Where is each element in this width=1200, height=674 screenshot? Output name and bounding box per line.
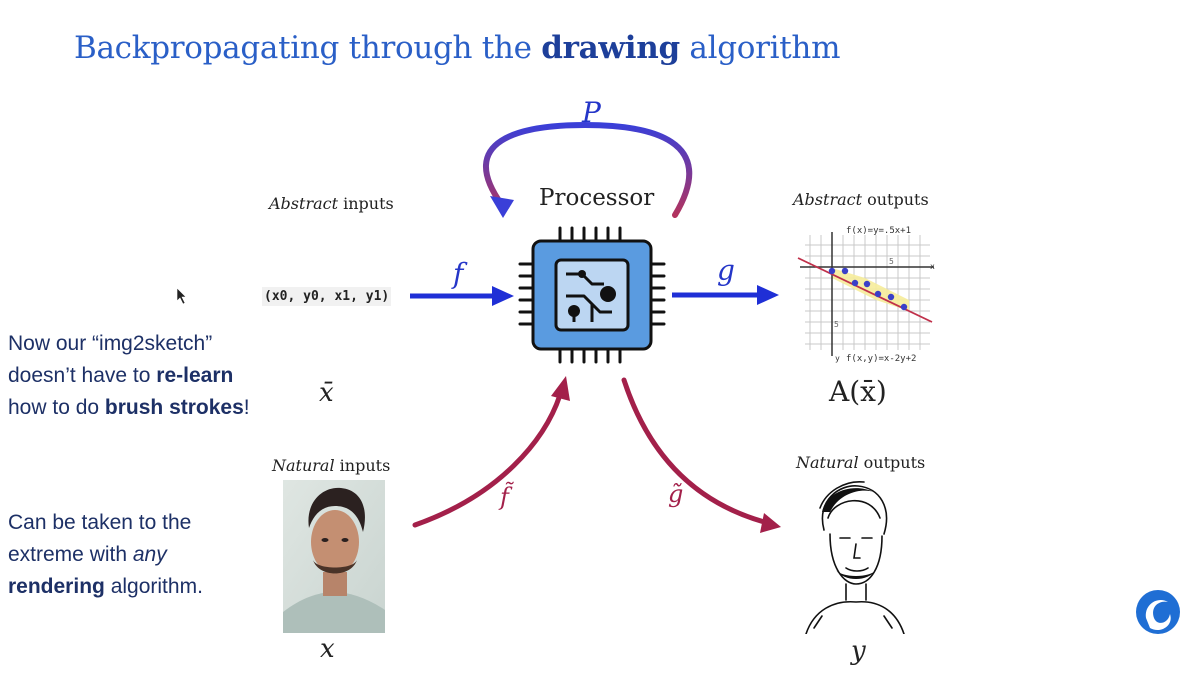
a-x-bar-label: A(x̄) xyxy=(829,375,887,408)
natural-outputs-label: Natural outputs xyxy=(796,453,926,472)
y-label: y xyxy=(851,636,866,666)
g-label: g xyxy=(717,254,735,287)
input-tuple: (x0, y0, x1, y1) xyxy=(262,287,392,306)
line-graph: f(x)=y=.5x+1 f(x,y)=x-2y+2 x y 5 5 xyxy=(797,226,935,364)
abstract-outputs-label: Abstract outputs xyxy=(793,190,929,209)
graph-tick-y: 5 xyxy=(834,320,839,329)
graph-eq-top: f(x)=y=.5x+1 xyxy=(846,226,911,236)
g-tilde-label: g̃ xyxy=(668,480,684,508)
f-arrowhead xyxy=(492,286,514,306)
f-label: f xyxy=(453,257,464,290)
processor-label: Processor xyxy=(539,185,655,211)
x-bar-label: x̄ xyxy=(319,378,334,408)
logo-icon xyxy=(1136,590,1180,634)
mouse-cursor-icon xyxy=(176,287,187,305)
graph-tick-x: 5 xyxy=(889,257,894,266)
natural-inputs-label: Natural inputs xyxy=(272,456,391,475)
f-tilde-arrowhead xyxy=(551,376,570,401)
loop-arrowhead xyxy=(490,196,514,218)
g-tilde-arrowhead xyxy=(760,513,781,533)
loop-label: P xyxy=(582,96,601,129)
sidebar-paragraph-1: Now our “img2sketch” doesn’t have to re-… xyxy=(8,332,250,419)
slide-title: Backpropagating through the drawing algo… xyxy=(74,30,841,66)
g-tilde-arrow xyxy=(621,377,771,526)
x-label: x xyxy=(320,634,335,664)
sketch-drawing xyxy=(800,478,908,634)
graph-eq-bottom: f(x,y)=x-2y+2 xyxy=(846,354,916,364)
graph-x-letter: x xyxy=(930,262,935,271)
f-tilde-label: f̃ xyxy=(500,483,509,511)
abstract-inputs-label: Abstract inputs xyxy=(269,194,394,213)
graph-y-letter: y xyxy=(835,354,840,363)
processor-chip xyxy=(518,226,666,364)
f-tilde-arrow xyxy=(412,392,563,528)
loop-arrow xyxy=(483,121,693,218)
sidebar-paragraph-2: Can be taken to the extreme with any ren… xyxy=(8,511,203,598)
g-arrowhead xyxy=(757,285,779,305)
portrait-photo xyxy=(283,480,385,633)
